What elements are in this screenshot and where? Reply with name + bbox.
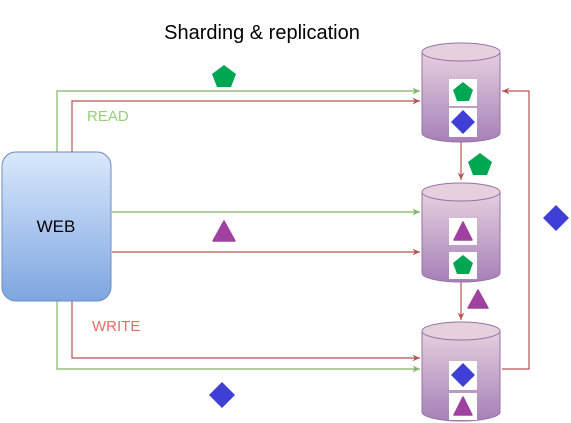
purple-triangle-icon bbox=[212, 220, 236, 242]
blue-diamond-icon bbox=[209, 382, 235, 408]
green-pentagon-icon bbox=[212, 65, 236, 87]
replication-db3-to-db1 bbox=[502, 87, 530, 370]
purple-triangle-icon bbox=[453, 396, 473, 416]
database-2-top bbox=[421, 182, 501, 202]
web-label: WEB bbox=[37, 217, 76, 236]
connectors bbox=[56, 87, 530, 373]
blue-diamond-icon bbox=[451, 110, 475, 134]
floating-shard-tokens bbox=[209, 65, 569, 408]
database-2 bbox=[421, 182, 501, 283]
database-3-top bbox=[421, 321, 501, 341]
database-1-top bbox=[421, 42, 501, 62]
green-pentagon-icon bbox=[468, 153, 492, 175]
read-connector-db1 bbox=[56, 87, 420, 152]
blue-diamond-icon bbox=[451, 363, 475, 387]
green-pentagon-icon bbox=[453, 82, 473, 101]
read-label: READ bbox=[87, 108, 129, 125]
green-pentagon-icon bbox=[453, 255, 473, 274]
database-1 bbox=[421, 42, 501, 143]
blue-diamond-icon bbox=[543, 205, 569, 231]
web-server: WEB bbox=[1, 151, 112, 302]
diagram-title: Sharding & replication bbox=[164, 22, 360, 44]
purple-triangle-icon bbox=[453, 221, 473, 241]
read-connector-db3 bbox=[56, 301, 420, 373]
write-label: WRITE bbox=[92, 318, 140, 335]
database-3 bbox=[421, 321, 501, 422]
web-box bbox=[1, 151, 112, 302]
write-connector-db1 bbox=[71, 97, 420, 152]
write-connector-db3 bbox=[71, 301, 420, 362]
purple-triangle-icon bbox=[467, 289, 489, 309]
